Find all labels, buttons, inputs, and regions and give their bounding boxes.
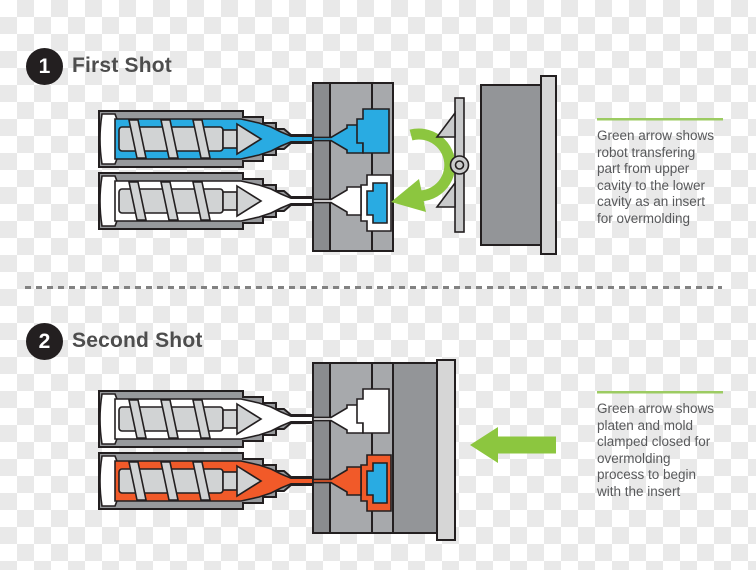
caption-line: overmolding	[597, 450, 671, 466]
caption-line: cavity as an insert	[597, 194, 706, 209]
first-shot-machine	[98, 75, 557, 255]
green-rule	[597, 118, 723, 121]
molded-part-upper	[356, 108, 390, 154]
section-1-title: First Shot	[72, 54, 172, 77]
insert-part	[366, 462, 388, 504]
clamp-arrow	[470, 427, 556, 463]
robot-arm	[435, 97, 470, 233]
section-divider	[25, 286, 722, 289]
caption-line: with the insert	[597, 483, 681, 499]
injection-unit-white-bottom	[98, 390, 313, 448]
injection-unit-blue	[98, 110, 313, 168]
caption-second-shot: Green arrow shows platen and mold clampe…	[597, 391, 737, 500]
sprue-lower-orange	[312, 466, 362, 496]
step-2-badge: 2	[26, 323, 63, 360]
caption-line: clamped closed for	[597, 434, 711, 449]
injection-unit-white-top	[98, 172, 313, 230]
cavity-upper-empty	[356, 388, 390, 434]
injection-unit-orange	[98, 452, 313, 510]
green-rule	[597, 391, 723, 394]
rotate-arrow	[391, 128, 456, 212]
mold-open	[312, 82, 394, 252]
second-shot-machine	[98, 359, 556, 541]
caption-line: part from upper	[597, 161, 690, 176]
caption-line: cavity to the lower	[597, 177, 706, 193]
caption-line: platen and mold	[597, 417, 694, 433]
caption-line: process to begin	[597, 467, 697, 482]
step-1-badge: 1	[26, 48, 63, 85]
caption-line: Green arrow shows	[597, 401, 715, 416]
caption-line: Green arrow shows	[597, 128, 715, 143]
moving-platen	[480, 75, 557, 255]
caption-line: robot transfering	[597, 144, 696, 160]
tie-bar	[436, 359, 456, 541]
clamped-platen	[392, 362, 438, 534]
mold-closed	[312, 359, 456, 541]
caption-line: for overmolding	[597, 210, 691, 226]
insert-part	[366, 182, 388, 224]
sprue-lower	[312, 186, 362, 216]
caption-first-shot: Green arrow shows robot transfering part…	[597, 118, 737, 227]
section-2-title: Second Shot	[72, 329, 203, 352]
